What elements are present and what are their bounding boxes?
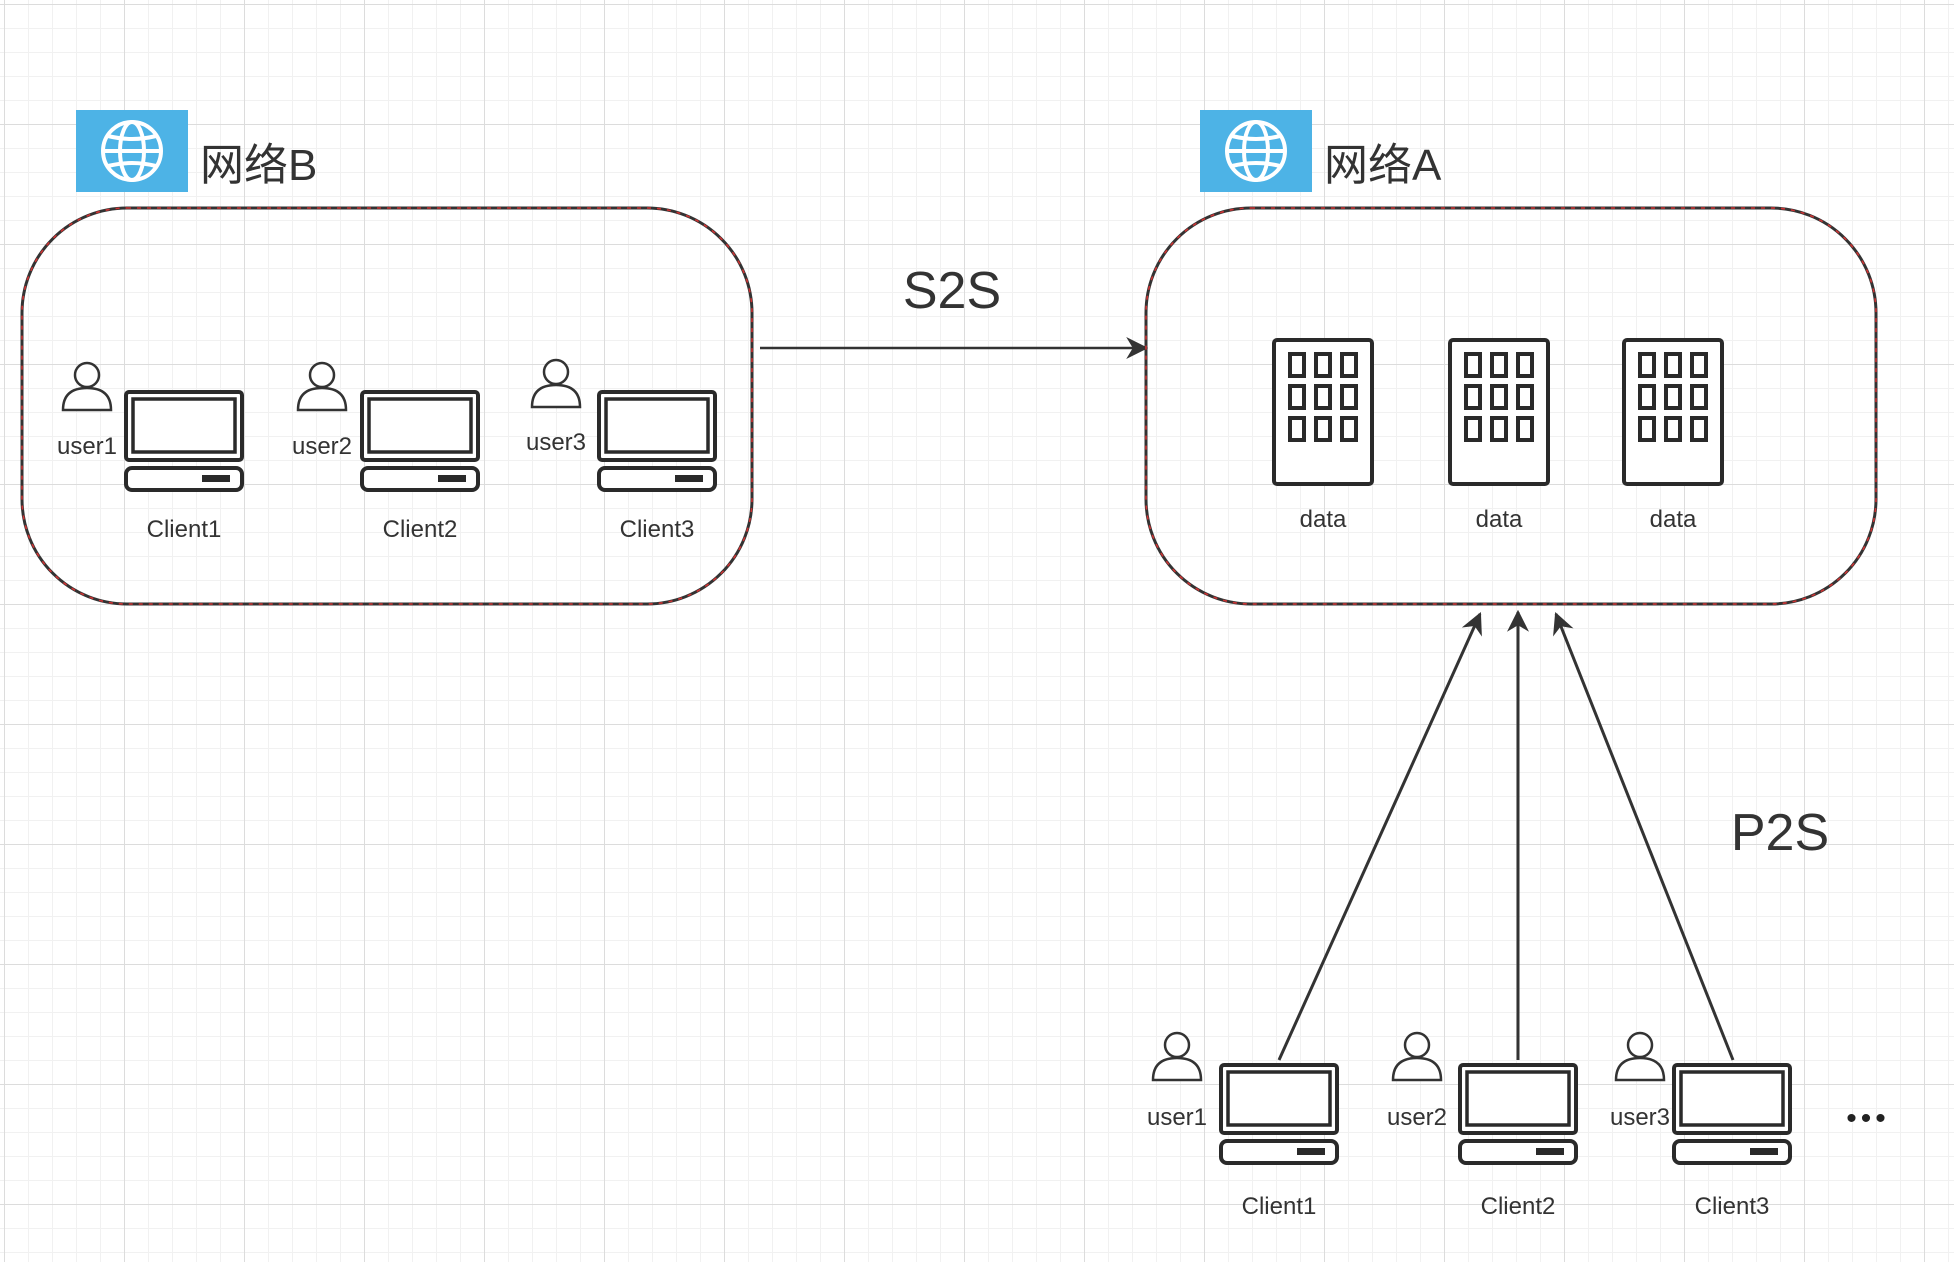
user-label: user2 [1387,1104,1447,1131]
user-icon [530,358,582,409]
globe-icon [76,110,188,192]
p2s-edges[interactable]: P2S [1277,609,1829,1061]
user-icon [61,361,113,412]
computer-icon [1458,1063,1578,1165]
user-icon [296,361,348,412]
client-label: Client2 [1481,1193,1556,1220]
server-node[interactable]: data [1448,338,1550,533]
client-node[interactable]: user1 Client1 [57,361,244,543]
user-icon [1151,1031,1203,1082]
p2s-arrow[interactable] [1277,611,1482,1061]
client-node[interactable]: user2 Client2 [1387,1031,1578,1220]
network-b-group: 网络B user1 Client1 user2 Client2 user3 Cl… [20,110,754,606]
building-icon [1622,338,1724,486]
network-a-title: 网络A [1324,141,1442,190]
server-node[interactable]: data [1272,338,1374,533]
server-node[interactable]: data [1622,338,1724,533]
computer-icon [124,390,244,492]
user-label: user2 [292,433,352,460]
server-label: data [1476,506,1523,533]
client-node[interactable]: user2 Client2 [292,361,480,543]
network-b-container-accent [21,207,753,605]
client-node[interactable]: user1 Client1 [1147,1031,1339,1220]
network-a-container-accent [1145,207,1877,605]
server-label: data [1300,506,1347,533]
network-b-title: 网络B [200,141,317,190]
computer-icon [1219,1063,1339,1165]
user-label: user1 [1147,1104,1207,1131]
client-node[interactable]: user3 Client3 [1610,1031,1792,1220]
computer-icon [1672,1063,1792,1165]
client-node[interactable]: user3 Client3 [526,358,717,543]
user-icon [1614,1031,1666,1082]
user-label: user3 [526,429,586,456]
client-label: Client1 [1242,1193,1317,1220]
s2s-edge[interactable]: S2S [760,262,1149,359]
s2s-label: S2S [903,262,1001,320]
building-icon [1272,338,1374,486]
user-label: user3 [1610,1104,1670,1131]
building-icon [1448,338,1550,486]
network-a-group: 网络A data data data [1144,110,1878,606]
external-clients: user1 Client1 user2 Client2 user3 Client… [1147,1031,1890,1220]
globe-icon [1200,110,1312,192]
computer-icon [360,390,480,492]
client-label: Client3 [620,516,695,543]
user-label: user1 [57,433,117,460]
client-label: Client3 [1695,1193,1770,1220]
p2s-arrow[interactable] [1553,611,1735,1061]
ellipsis: ••• [1846,1102,1890,1135]
computer-icon [597,390,717,492]
client-label: Client2 [383,516,458,543]
p2s-label: P2S [1731,804,1829,862]
client-label: Client1 [147,516,222,543]
server-label: data [1650,506,1697,533]
user-icon [1391,1031,1443,1082]
